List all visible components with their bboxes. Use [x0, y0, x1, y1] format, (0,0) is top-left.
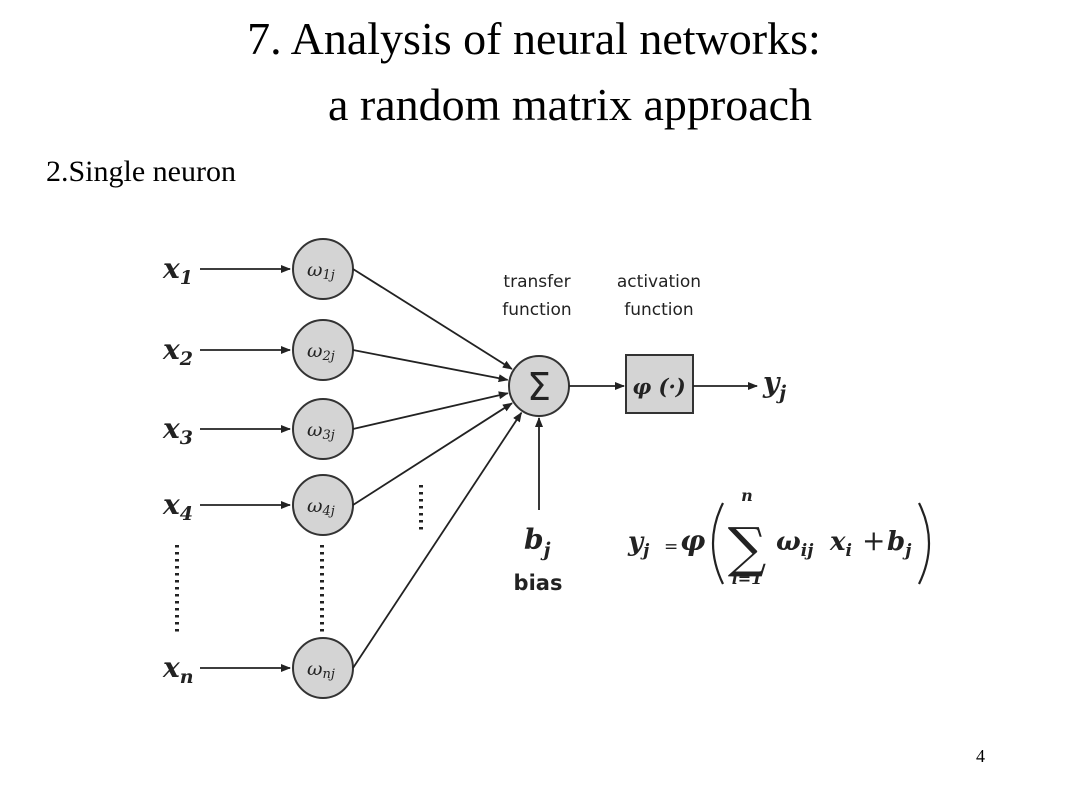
formula-phi: φ	[680, 524, 706, 557]
activation-label-1: activation	[617, 272, 701, 292]
inputs: x1 x2 x3 x4 xn	[162, 252, 291, 688]
input-label: x2	[162, 333, 193, 370]
weighted-connections	[352, 268, 523, 669]
weight-label: ω2j	[307, 340, 335, 364]
weight-nodes: ω1j ω2j ω3j ω4j ωnj	[292, 238, 354, 699]
formula-weight: ωij	[776, 527, 814, 561]
weight-to-sum-arrow	[352, 411, 523, 669]
formula-lhs: yj	[627, 527, 650, 561]
formula-x: xi	[829, 527, 852, 561]
input-label: x1	[162, 252, 193, 289]
bias-label: bias	[514, 571, 563, 595]
weight-label: ω4j	[307, 495, 335, 519]
summation-symbol: Σ	[527, 365, 551, 409]
weight-to-sum-arrow	[352, 349, 509, 383]
formula-right-paren	[918, 502, 931, 585]
activation-box	[625, 354, 694, 414]
weight-label: ω1j	[307, 259, 335, 283]
slide-title-line-1: 7. Analysis of neural networks:	[247, 13, 821, 64]
output-label: yj	[762, 366, 786, 404]
weight-to-sum-arrow	[352, 391, 509, 430]
formula-sum-upper: n	[741, 486, 753, 505]
formula-bias: bj	[887, 527, 912, 561]
formula-left-paren	[711, 502, 724, 585]
transfer-label-2: function	[502, 300, 571, 320]
slide-subtitle: 2.Single neuron	[46, 155, 236, 188]
formula-equals: =	[664, 537, 678, 557]
formula-sum: ∑	[728, 516, 767, 579]
bias-symbol: bj	[524, 523, 551, 561]
page-number: 4	[976, 746, 985, 766]
input-label: x3	[162, 412, 193, 449]
weight-label: ωnj	[307, 658, 335, 682]
slide-title-line-2: a random matrix approach	[327, 79, 813, 130]
input-label: xn	[162, 651, 194, 688]
output-formula: yj = φ ∑ n i=1 ωij xi + bj	[627, 486, 931, 588]
formula-sum-lower: i=1	[732, 569, 763, 588]
activation-symbol: φ (·)	[632, 374, 686, 399]
weight-label: ω3j	[307, 419, 335, 443]
formula-plus: +	[862, 524, 885, 557]
weight-to-sum-arrow	[352, 402, 513, 506]
activation-label-2: function	[624, 300, 693, 320]
input-label: x4	[162, 488, 193, 525]
transfer-label-1: transfer	[503, 272, 570, 292]
weight-to-sum-arrow	[352, 268, 513, 370]
